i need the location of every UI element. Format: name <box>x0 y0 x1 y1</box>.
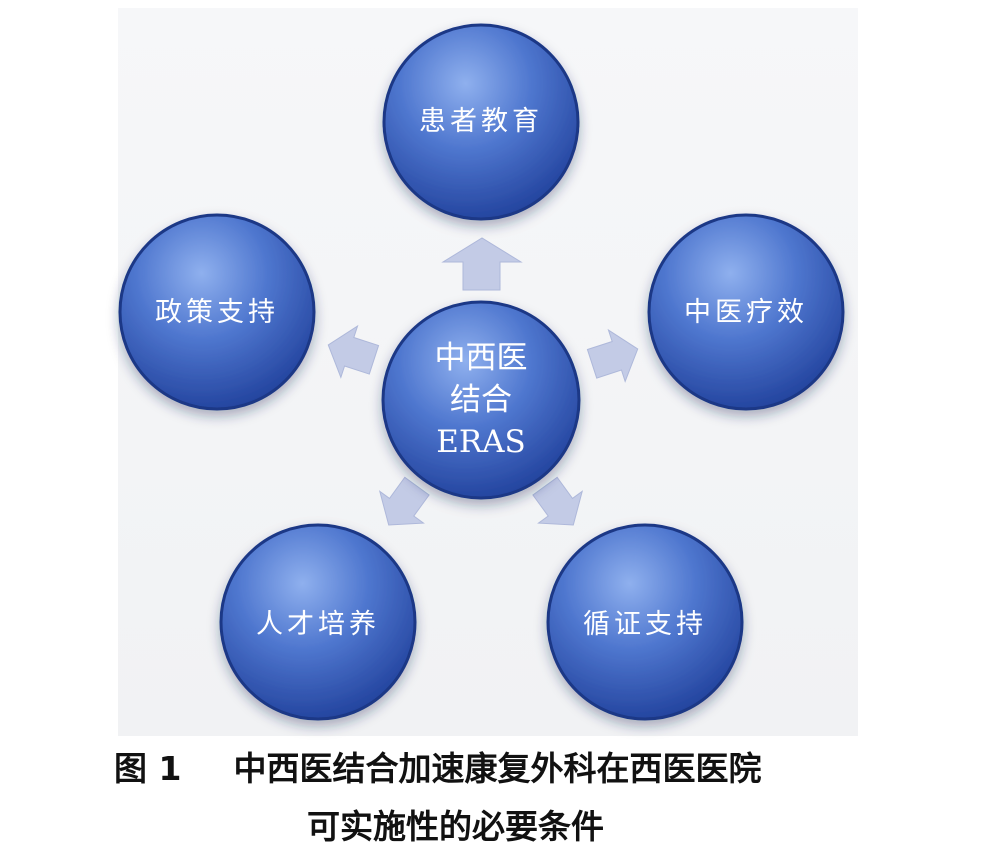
arrow-to-evidence-support <box>532 476 584 526</box>
node-patient-education: 患者教育 <box>382 23 580 221</box>
center-label-line3: ERAS <box>436 424 526 460</box>
center-node: 中西医 结合 ERAS <box>381 300 581 500</box>
radial-diagram: 患者教育 中医疗效 循证支持 人才培养 政策支持 中西医 结合 ERAS <box>118 23 845 721</box>
node-label-evidence-support: 循证支持 <box>583 609 707 640</box>
figure-title-line1: 中西医结合加速康复外科在西医医院 <box>233 749 762 788</box>
node-label-policy-support: 政策支持 <box>155 297 279 328</box>
figure-caption-line2: 可实施性的必要条件 <box>307 800 988 848</box>
node-tcm-efficacy: 中医疗效 <box>647 213 845 411</box>
arrow-to-patient-education <box>441 237 523 291</box>
figure-title-line2: 可实施性的必要条件 <box>307 807 604 846</box>
node-label-patient-education: 患者教育 <box>419 106 543 137</box>
node-label-tcm-efficacy: 中医疗效 <box>684 297 808 328</box>
node-policy-support: 政策支持 <box>118 213 316 411</box>
node-talent-training: 人才培养 <box>219 523 417 721</box>
arrow-to-talent-training <box>378 476 430 526</box>
node-evidence-support: 循证支持 <box>546 523 744 721</box>
node-label-talent-training: 人才培养 <box>256 609 380 640</box>
figure-caption-line1: 图 1 中西医结合加速康复外科在西医医院 <box>114 742 988 790</box>
figure-number: 图 1 <box>114 749 182 788</box>
center-label-line2: 结合 <box>450 382 512 418</box>
arrow-to-tcm-efficacy <box>586 328 639 383</box>
arrow-group <box>327 237 639 526</box>
arrow-to-policy-support <box>327 324 380 379</box>
center-label-line1: 中西医 <box>435 340 528 376</box>
